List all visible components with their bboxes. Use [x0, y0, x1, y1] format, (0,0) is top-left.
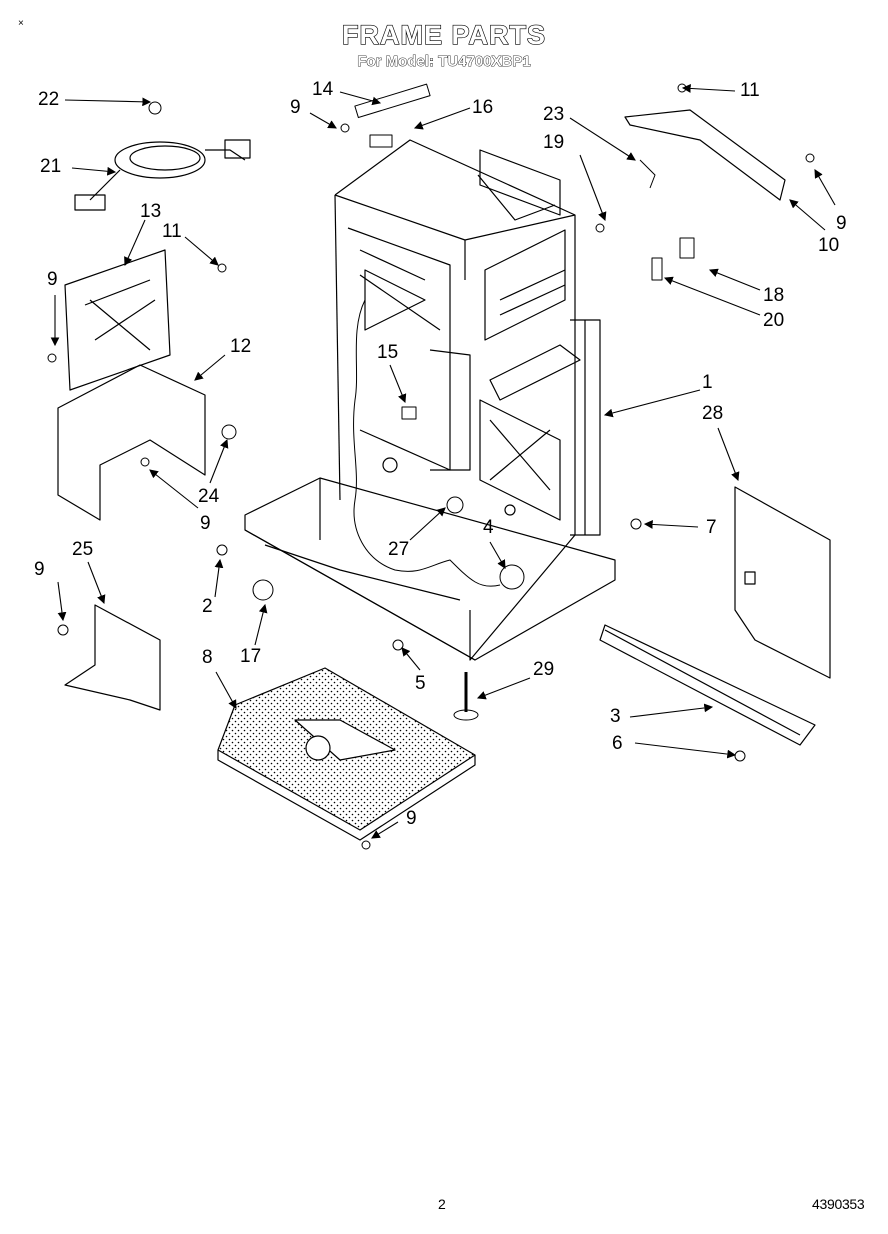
- callout-9: 9: [290, 97, 301, 118]
- callout-11: 11: [162, 221, 182, 242]
- page-number: 2: [438, 1196, 446, 1212]
- callout-2: 2: [202, 596, 213, 617]
- clip-23-icon: [639, 159, 656, 189]
- corner-mark: ×: [18, 18, 24, 29]
- callout-6: 6: [612, 733, 623, 754]
- bottom-tray: [217, 667, 476, 841]
- side-panel: [734, 486, 831, 679]
- wire-nut-icon: [148, 101, 162, 115]
- cabinet-frame: [334, 139, 601, 661]
- screw-icon: [216, 544, 228, 556]
- callout-16: 16: [472, 97, 494, 118]
- plate-13: [64, 249, 171, 391]
- callout-21: 21: [40, 156, 62, 177]
- callout-9: 9: [836, 213, 847, 234]
- callout-13: 13: [140, 201, 162, 222]
- screw-icon: [595, 223, 605, 233]
- power-cord: [74, 139, 251, 211]
- callout-1: 1: [702, 372, 713, 393]
- callout-27: 27: [388, 539, 410, 560]
- screw-icon: [805, 153, 815, 163]
- page-title: FRAME PARTS: [341, 19, 546, 50]
- screw-icon: [57, 624, 69, 636]
- callout-24: 24: [198, 486, 220, 507]
- screw-icon: [361, 840, 371, 850]
- callout-25: 25: [72, 539, 94, 560]
- switch-icon: [401, 406, 417, 420]
- top-bracket: [624, 109, 786, 201]
- bracket-25: [64, 604, 161, 711]
- callout-8: 8: [202, 647, 213, 668]
- ring-icon: [252, 579, 274, 601]
- grommet-icon: [446, 496, 464, 514]
- wiring-harness: [353, 299, 501, 587]
- callout-17: 17: [240, 646, 262, 667]
- callout-9: 9: [47, 269, 58, 290]
- grommet-icon: [630, 518, 642, 530]
- document-number: 4390353: [812, 1196, 865, 1212]
- motor-icon: [499, 564, 525, 590]
- callout-14: 14: [312, 79, 334, 100]
- callout-leaders: [50, 84, 836, 839]
- callout-10: 10: [818, 235, 840, 256]
- callout-9: 9: [200, 513, 211, 534]
- plate-icon: [651, 257, 663, 281]
- screw-icon: [677, 83, 687, 93]
- screw-icon: [217, 263, 227, 273]
- cabinet-base: [244, 477, 616, 661]
- callout-9: 9: [406, 808, 417, 829]
- callout-9: 9: [34, 559, 45, 580]
- callout-12: 12: [230, 336, 252, 357]
- rail: [599, 624, 816, 746]
- callout-19: 19: [543, 132, 565, 153]
- model-subtitle: For Model: TU4700XBP1: [357, 53, 531, 71]
- screw-icon: [140, 457, 150, 467]
- callout-28: 28: [702, 403, 724, 424]
- screw-icon: [734, 750, 746, 762]
- grommet-icon: [221, 424, 237, 440]
- callout-15: 15: [377, 342, 399, 363]
- callout-5: 5: [415, 673, 426, 694]
- screw-icon: [47, 353, 57, 363]
- callout-3: 3: [610, 706, 621, 727]
- callout-23: 23: [543, 104, 565, 125]
- strip-icon: [354, 83, 431, 119]
- grommet-icon: [392, 639, 404, 651]
- callout-7: 7: [706, 517, 717, 538]
- cover-12: [57, 364, 206, 521]
- callout-22: 22: [38, 89, 60, 110]
- fastener-icons: [47, 83, 815, 850]
- callout-11: 11: [740, 80, 760, 101]
- callout-18: 18: [763, 285, 785, 306]
- screw-icon: [340, 123, 350, 133]
- callout-29: 29: [533, 659, 555, 680]
- clip-icon: [679, 237, 695, 259]
- tab-icon: [369, 134, 393, 148]
- callout-20: 20: [763, 310, 785, 331]
- callout-4: 4: [483, 517, 494, 538]
